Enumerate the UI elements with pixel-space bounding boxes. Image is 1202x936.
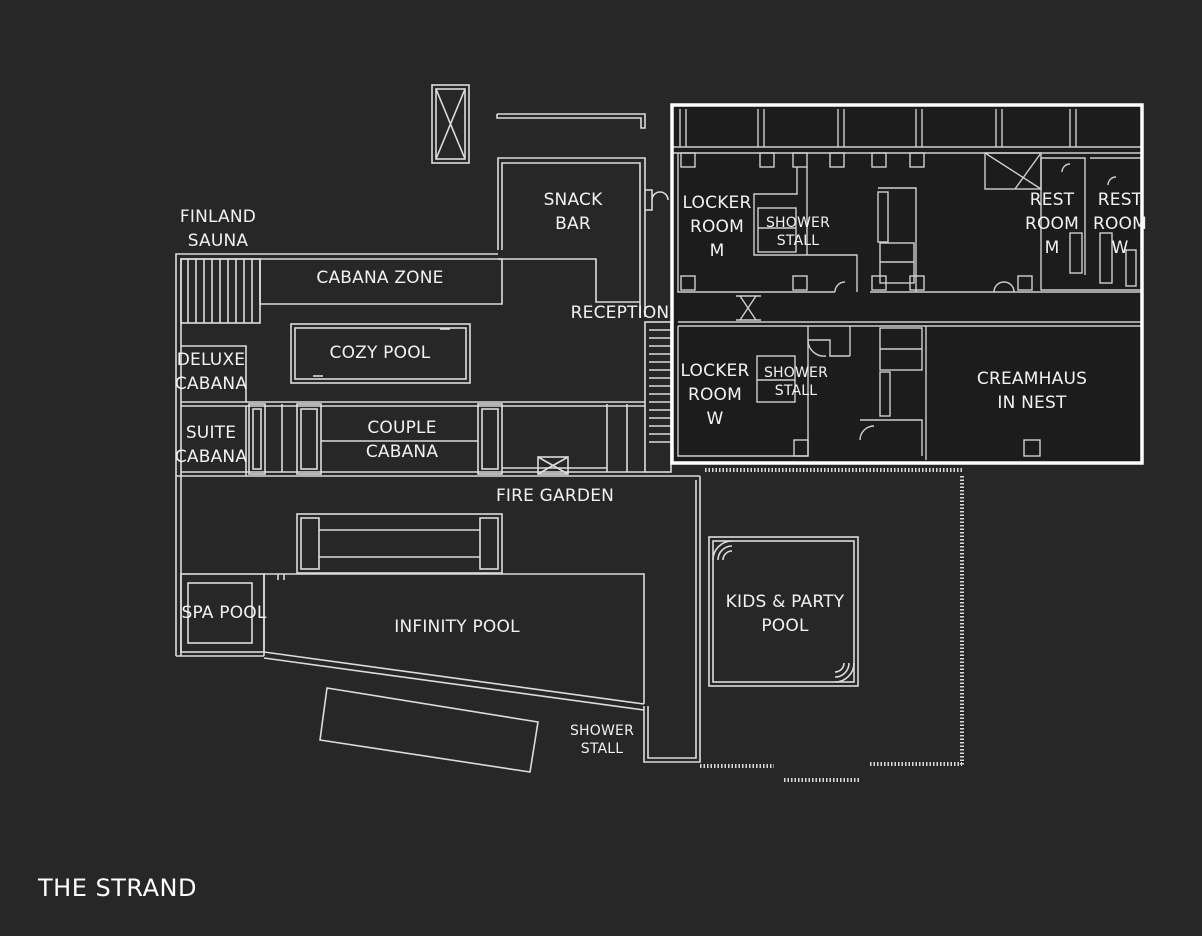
- label-line: STALL: [774, 383, 818, 399]
- label-spa-pool: SPA POOL: [174, 601, 274, 625]
- kids-pool-outline: [708, 536, 859, 687]
- label-line: IN NEST: [997, 393, 1067, 413]
- skylight-box: [431, 84, 470, 164]
- label-line: LOCKER: [682, 193, 752, 213]
- label-locker-room-w: LOCKER ROOM W: [674, 359, 756, 431]
- label-cozy-pool: COZY POOL: [310, 341, 450, 365]
- label-line: SUITE: [185, 423, 237, 443]
- label-line: SHOWER: [765, 215, 831, 231]
- cozy-pool-outline: [290, 323, 471, 384]
- label-rest-room-m: REST ROOM M: [1022, 188, 1082, 260]
- label-line: SPA POOL: [181, 603, 267, 623]
- sauna-walls: [180, 258, 261, 324]
- label-line: ROOM: [1024, 214, 1080, 234]
- label-line: BAR: [555, 214, 591, 234]
- label-line: STALL: [580, 741, 624, 757]
- label-reception: RECEPTION: [562, 301, 678, 325]
- fire-garden-deck: [296, 513, 503, 574]
- label-shower-stall-w: SHOWER STALL: [758, 364, 834, 400]
- label-line: FINLAND: [179, 207, 257, 227]
- label-line: STALL: [776, 233, 820, 249]
- label-shower-stall-m: SHOWER STALL: [760, 214, 836, 250]
- lounge-deck: [319, 687, 539, 773]
- label-line: CABANA: [174, 447, 248, 467]
- label-line: SAUNA: [187, 231, 249, 251]
- label-line: W: [1111, 238, 1129, 258]
- label-line: LOCKER: [680, 361, 750, 381]
- label-locker-room-m: LOCKER ROOM M: [676, 191, 758, 263]
- top-wall: [496, 113, 646, 129]
- building-inset: [670, 103, 1144, 465]
- label-line: REST: [1029, 190, 1075, 210]
- label-line: RECEPTION: [570, 303, 670, 323]
- label-kids-party-pool: KIDS & PARTY POOL: [714, 590, 856, 638]
- label-line: ROOM: [689, 217, 745, 237]
- label-line: CABANA ZONE: [316, 268, 444, 288]
- label-line: REST: [1097, 190, 1143, 210]
- label-shower-stall-outdoor: SHOWER STALL: [566, 722, 638, 758]
- label-line: FIRE GARDEN: [495, 486, 615, 506]
- kids-area-fence: [700, 468, 964, 782]
- cabana-zone-walls: [259, 258, 640, 305]
- label-line: DELUXE: [176, 350, 246, 370]
- label-deluxe-cabana: DELUXE CABANA: [168, 348, 254, 396]
- spa-pool-outline: [180, 573, 265, 653]
- label-line: CREAMHAUS: [976, 369, 1088, 389]
- label-line: COUPLE: [367, 418, 437, 438]
- label-rest-room-w: REST ROOM W: [1090, 188, 1150, 260]
- label-couple-cabana: COUPLE CABANA: [342, 416, 462, 464]
- label-line: M: [709, 241, 725, 261]
- label-line: INFINITY POOL: [394, 617, 520, 637]
- label-line: ROOM: [687, 385, 743, 405]
- label-infinity-pool: INFINITY POOL: [372, 615, 542, 639]
- label-line: KIDS & PARTY: [725, 592, 845, 612]
- label-finland-sauna: FINLAND SAUNA: [170, 205, 266, 253]
- label-snack-bar: SNACK BAR: [528, 188, 618, 236]
- couple-cabana-walls: [248, 403, 628, 475]
- label-line: SHOWER: [569, 723, 635, 739]
- label-line: M: [1044, 238, 1060, 258]
- label-suite-cabana: SUITE CABANA: [168, 421, 254, 469]
- label-line: ROOM: [1092, 214, 1148, 234]
- label-line: SNACK: [543, 190, 603, 210]
- label-line: COZY POOL: [329, 343, 431, 363]
- infinity-pool-outline: [263, 476, 701, 763]
- side-cabanas: [181, 345, 645, 476]
- label-fire-garden: FIRE GARDEN: [480, 484, 630, 508]
- label-line: SHOWER: [763, 365, 829, 381]
- label-creamhaus: CREAMHAUS IN NEST: [966, 367, 1098, 415]
- snack-bar-walls: [497, 157, 669, 317]
- label-cabana-zone: CABANA ZONE: [300, 266, 460, 290]
- label-line: CABANA: [174, 374, 248, 394]
- plan-title: THE STRAND: [38, 874, 197, 902]
- label-line: W: [706, 409, 724, 429]
- reception-stairs: [644, 321, 672, 473]
- label-line: POOL: [761, 616, 809, 636]
- label-line: CABANA: [365, 442, 439, 462]
